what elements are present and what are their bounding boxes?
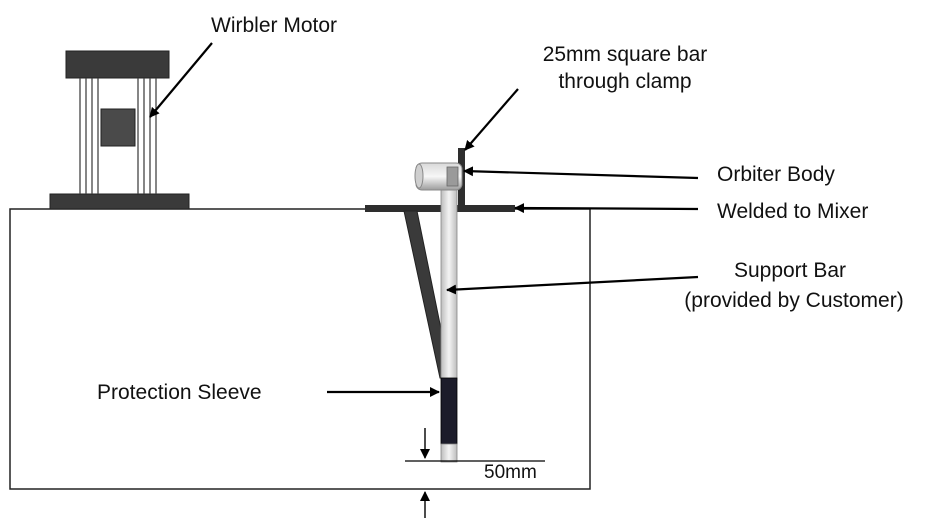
label-wirbler-motor: Wirbler Motor xyxy=(211,14,338,37)
label-dimension: 50mm xyxy=(484,462,537,483)
label-support-bar-line2: (provided by Customer) xyxy=(684,289,904,312)
dimension-50mm xyxy=(405,428,545,518)
motor-rods xyxy=(79,78,157,194)
label-square-bar-line1: 25mm square bar xyxy=(542,43,708,66)
arrow-square-bar xyxy=(464,88,519,151)
motor-top-plate xyxy=(65,50,170,79)
label-square-bar-line2: through clamp xyxy=(558,70,692,93)
label-support-bar-line1: Support Bar xyxy=(733,259,847,282)
probe-tip xyxy=(440,443,458,463)
orbiter-body xyxy=(414,162,463,191)
label-welded-to-mixer: Welded to Mixer xyxy=(717,200,869,223)
welded-bar xyxy=(365,205,515,212)
label-orbiter-body: Orbiter Body xyxy=(717,163,835,186)
label-protection-sleeve: Protection Sleeve xyxy=(97,381,262,404)
motor-block xyxy=(100,108,136,147)
probe-shaft xyxy=(440,188,458,381)
protection-sleeve xyxy=(440,377,458,445)
orbiter-body-end xyxy=(414,163,424,189)
arrow-welded xyxy=(514,203,699,214)
arrow-wirbler-motor xyxy=(149,42,213,118)
mixer-tank xyxy=(9,208,591,490)
motor-base-plate xyxy=(49,193,190,210)
arrow-orbiter-body xyxy=(463,166,699,180)
arrow-support-bar xyxy=(446,275,699,295)
orbiter-clamp xyxy=(446,166,459,187)
wirbler-motor xyxy=(49,50,190,210)
